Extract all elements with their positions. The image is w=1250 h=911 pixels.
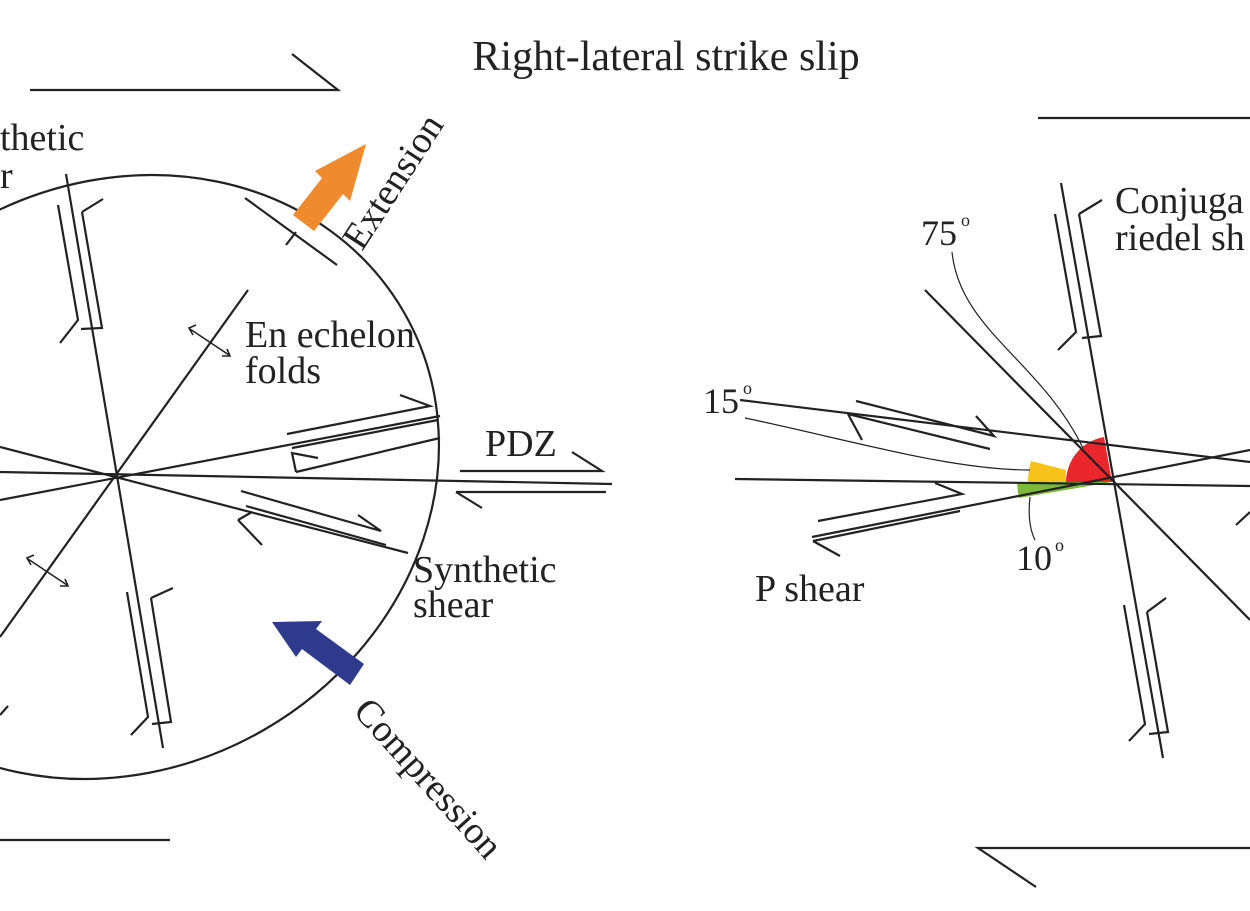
synthetic-top-label-line2: r xyxy=(0,155,13,197)
riedel-half-arrow-middle xyxy=(847,412,991,451)
en-echelon-label-line2: folds xyxy=(245,350,321,392)
extension-fracture xyxy=(244,197,338,266)
compression-label: Compression xyxy=(345,690,510,867)
pdz-label: PDZ xyxy=(485,423,557,465)
right-bottom-shear-half-arrow xyxy=(974,846,1250,888)
fold-double-arrow-upper xyxy=(189,328,230,356)
fold-double-arrow-upper-head-a xyxy=(187,324,197,336)
conjugate-half-arrow-4 xyxy=(1122,604,1147,742)
conjugate-riedel-line xyxy=(1059,182,1165,759)
strain-ellipse xyxy=(0,173,441,781)
synthetic-half-arrow-bottom-2 xyxy=(237,511,253,521)
antithetic-half-arrow-4 xyxy=(125,591,150,736)
conjugate-half-arrow-3 xyxy=(1078,199,1103,215)
left-panel xyxy=(0,53,613,842)
conjugate-half-arrow-2 xyxy=(1077,213,1103,340)
right-edge-arrow xyxy=(1235,511,1250,526)
p-shear-line xyxy=(811,448,1250,539)
fold-axis-line xyxy=(0,289,249,638)
angle-10-leader xyxy=(1028,496,1036,541)
pdz-half-arrow-top xyxy=(460,451,606,473)
right-panel-lines xyxy=(734,182,1250,759)
synthetic-top-label-line1: thetic xyxy=(0,117,84,159)
angle-10-degree: o xyxy=(1055,535,1064,555)
synthetic-half-arrow-bottom xyxy=(237,519,263,546)
angle-15-label: 15 xyxy=(703,381,739,421)
fold-axis-right-line xyxy=(924,289,1250,621)
right-panel xyxy=(974,116,1250,888)
riedel-half-arrow-top xyxy=(855,399,998,438)
reverse-half-arrow-top xyxy=(286,393,435,436)
fold-double-arrow-upper-head-b xyxy=(222,348,232,357)
angle-75-leader xyxy=(951,251,1084,449)
synthetic-half-arrow-middle xyxy=(245,504,387,547)
en-echelon-label-line1: En echelon xyxy=(245,314,415,356)
extension-arrow-icon xyxy=(293,144,366,231)
antithetic-half-arrow-6 xyxy=(150,586,174,600)
angle-75-label: 75 xyxy=(921,213,957,253)
pdz-half-arrow-bottom-tip xyxy=(455,491,483,509)
p-shear-half-arrow-bottom-tip xyxy=(812,540,841,557)
conjugate-half-arrow-1 xyxy=(1053,213,1078,351)
riedel-half-arrow-bottom xyxy=(847,413,863,441)
fold-double-arrow-lower-head-b xyxy=(60,578,70,587)
p-shear-label: P shear xyxy=(755,568,865,610)
right-pdz-line xyxy=(734,477,1250,488)
extension-fracture-tick xyxy=(285,231,297,246)
angle-15-wedge xyxy=(1028,461,1112,482)
reverse-half-arrow-bottom-tip xyxy=(290,451,319,473)
angle-15-leader xyxy=(744,417,1031,471)
antithetic-shear-line xyxy=(64,173,165,749)
reverse-half-arrow-top-inner xyxy=(291,418,439,450)
antithetic-half-arrow-5 xyxy=(149,597,173,726)
antithetic-half-arrow-1 xyxy=(56,204,80,344)
synthetic-shear-label-line2: shear xyxy=(413,584,494,626)
p-shear-half-arrow-bottom xyxy=(812,509,961,543)
angle-10-wedge xyxy=(1017,482,1112,498)
angle-75-degree: o xyxy=(961,210,970,230)
reverse-half-arrow-bottom xyxy=(295,436,441,474)
compression-arrow-icon xyxy=(272,621,364,685)
riedel-line xyxy=(739,398,1250,464)
conjugate-label-line2: riedel sh xyxy=(1115,217,1245,259)
synthetic-shear-label-line1: Synthetic xyxy=(413,549,557,591)
synthetic-half-arrow-top xyxy=(240,489,382,533)
fold-double-arrow-lower xyxy=(27,558,68,586)
antithetic-half-arrow-3 xyxy=(81,198,104,213)
angle-75-wedge xyxy=(1066,437,1112,482)
diagram-title: Right-lateral strike slip xyxy=(472,34,859,80)
conjugate-label-line1: Conjuga xyxy=(1115,180,1244,222)
synthetic-shear-line xyxy=(0,445,409,555)
conjugate-half-arrow-5 xyxy=(1145,611,1170,736)
top-shear-half-arrow xyxy=(30,53,342,92)
angle-15-degree: o xyxy=(743,378,752,398)
angle-10-label: 10 xyxy=(1016,538,1052,578)
left-edge-tick xyxy=(0,705,9,716)
antithetic-half-arrow-2 xyxy=(80,211,104,331)
reverse-shear-line xyxy=(0,414,441,502)
p-shear-half-arrow-top xyxy=(817,481,966,523)
fold-double-arrow-lower-head-a xyxy=(25,554,35,566)
conjugate-half-arrow-6 xyxy=(1146,597,1167,613)
